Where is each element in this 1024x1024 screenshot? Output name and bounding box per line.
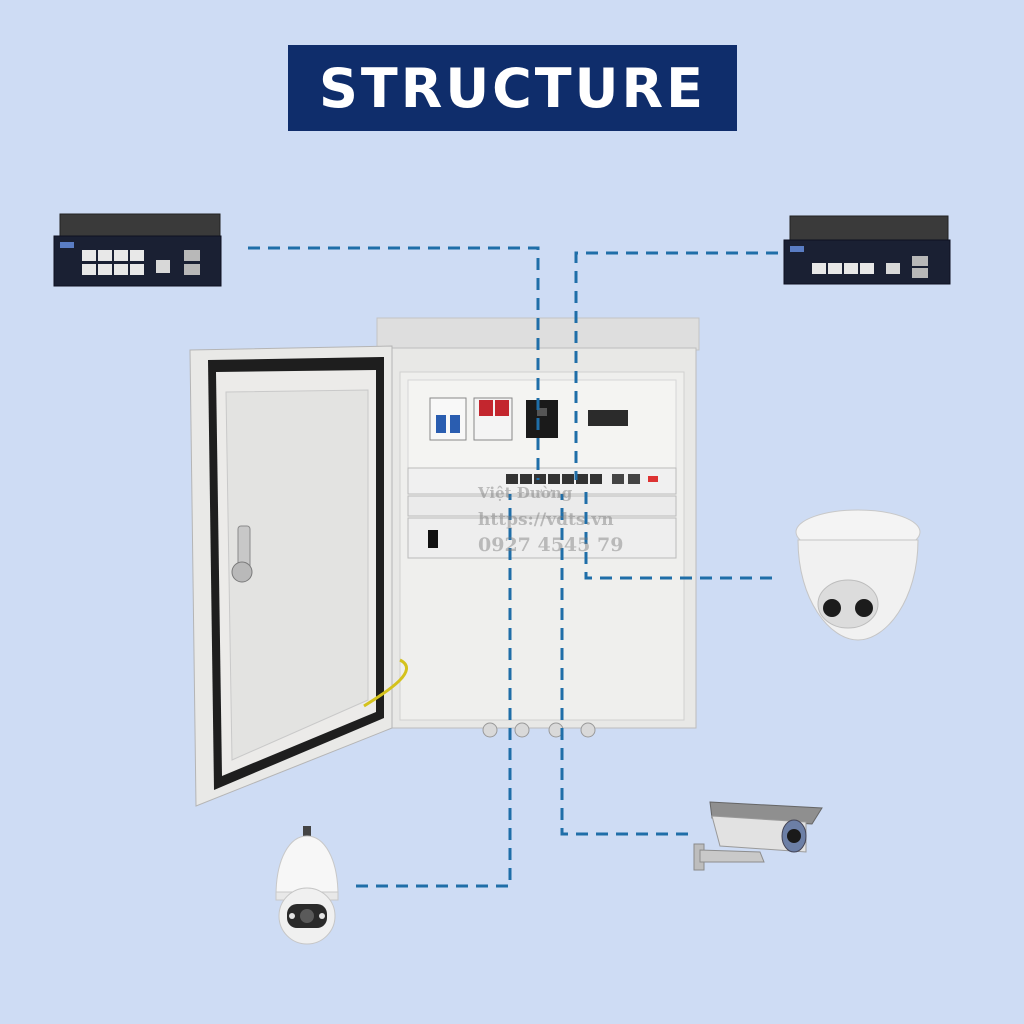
switch-port: [130, 264, 144, 275]
rack-port: [548, 474, 560, 484]
bullet-camera-body: [711, 815, 807, 853]
bullet-camera-lens: [787, 829, 801, 843]
switch-right-icon: [783, 215, 951, 285]
switch-sfp-port: [184, 264, 200, 275]
switch-left-icon: [53, 213, 222, 287]
dome-camera-lens: [823, 599, 841, 617]
breaker-red-toggle-2: [495, 400, 509, 416]
rack-port: [506, 474, 518, 484]
ptz-camera-lens: [300, 909, 314, 923]
breaker-blue-toggle-2: [450, 415, 460, 433]
power-socket-hole: [537, 408, 547, 416]
switch-port: [114, 264, 128, 275]
breaker-blue: [429, 397, 467, 441]
switch-port: [844, 263, 858, 274]
watermark-name: Việt Đường: [478, 484, 573, 502]
switch-sfp-port: [912, 256, 928, 266]
cable-gland: [580, 722, 596, 738]
connector-ptz-camera: [356, 494, 512, 888]
dome-camera-icon: [795, 509, 921, 641]
connector-bullet-camera: [560, 494, 688, 836]
switch-sfp-port: [912, 268, 928, 278]
terminal-block: [588, 410, 628, 426]
connector-lines: [248, 246, 778, 888]
cabinet: [376, 317, 700, 738]
rack-unit-3: [407, 517, 677, 559]
switch-port: [98, 250, 112, 261]
connector-switch-right: [574, 251, 778, 480]
rack-led: [648, 476, 658, 482]
dome-camera-ir: [855, 599, 873, 617]
bullet-camera-icon: [693, 801, 823, 871]
switch-left-ports: [82, 250, 200, 275]
switch-left-top: [59, 213, 221, 239]
connector-dome-camera: [584, 492, 772, 580]
title-banner: STRUCTURE: [288, 45, 737, 131]
door-handle-base: [231, 561, 253, 583]
ptz-camera-top-mount: [303, 826, 311, 836]
switch-console-port: [156, 260, 170, 273]
switch-right-ports: [812, 256, 928, 278]
rack-switch-ports: [506, 474, 658, 484]
bullet-camera-arm: [699, 849, 765, 863]
rack-port: [520, 474, 532, 484]
rack-port: [612, 474, 624, 484]
switch-port: [828, 263, 842, 274]
rack-unit-2: [407, 495, 677, 517]
power-socket: [526, 400, 558, 438]
rack-port: [562, 474, 574, 484]
rack-port: [628, 474, 640, 484]
switch-right-logo: [790, 246, 804, 252]
ground-wire: [363, 658, 408, 708]
cable-gland: [482, 722, 498, 738]
switch-right-top: [789, 215, 949, 243]
ptz-camera-icon: [275, 826, 339, 945]
rack-port: [576, 474, 588, 484]
switch-port: [98, 264, 112, 275]
page-title: STRUCTURE: [319, 56, 706, 120]
switch-port: [860, 263, 874, 274]
switch-port: [130, 250, 144, 261]
rack-port: [590, 474, 602, 484]
cabinet-door: [189, 345, 408, 807]
switch-port: [82, 264, 96, 275]
door-handle-icon: [231, 525, 253, 583]
switch-port: [82, 250, 96, 261]
ptz-camera-housing: [275, 835, 339, 897]
connector-switch-left: [248, 246, 540, 480]
watermark-url: https://vdts.vn: [478, 510, 614, 530]
ptz-camera-ir: [289, 913, 295, 919]
switch-left-logo: [60, 242, 74, 248]
door-inner-panel: [225, 389, 369, 761]
switch-port: [114, 250, 128, 261]
ptz-camera-ir: [319, 913, 325, 919]
switch-sfp-port: [184, 250, 200, 261]
watermark-phone: 0927 4545 79: [478, 534, 624, 556]
cable-gland: [514, 722, 530, 738]
rack-port: [534, 474, 546, 484]
breaker-blue-toggle: [436, 415, 446, 433]
switch-port: [812, 263, 826, 274]
switch-console-port: [886, 263, 900, 274]
rack-power-switch: [428, 530, 438, 548]
breaker-red-toggle: [479, 400, 493, 416]
